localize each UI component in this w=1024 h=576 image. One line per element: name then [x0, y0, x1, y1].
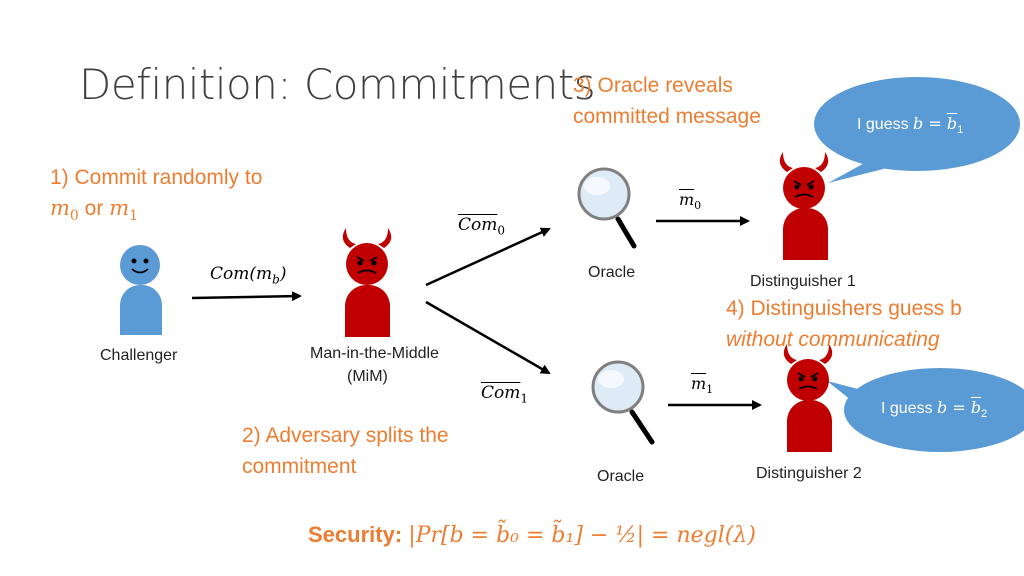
step-2-line-2: commitment	[242, 455, 357, 478]
bubble-2-text: I guess b = b2	[881, 398, 988, 421]
distinguisher-2-devil-icon	[783, 344, 833, 452]
oracle-1-label: Oracle	[588, 264, 636, 281]
oracle-2-magnifier-icon	[591, 360, 655, 445]
distinguisher-1-devil-icon	[779, 152, 829, 260]
security-label: Security:	[308, 522, 403, 547]
security-equation: |Pr[b = b̃₀ = b̃₁] − ½| = negl(λ)	[408, 523, 756, 548]
step-4-text: 4) Distinguishers guess b without commun…	[726, 293, 962, 355]
speech-bubble-2-icon	[827, 368, 1024, 452]
page-title: Definition: Commitments	[79, 60, 596, 109]
security-formula: Security: |Pr[b = b̃₀ = b̃₁] − ½| = negl…	[308, 522, 756, 548]
distinguisher-2-label: Distinguisher 2	[756, 465, 862, 482]
step-3-line-1: 3) Oracle reveals	[573, 74, 733, 97]
oracle-2-label: Oracle	[597, 468, 645, 485]
step-1-line-1: 1) Commit randomly to	[50, 166, 263, 189]
com1-label: Com1	[481, 383, 529, 406]
step-2-text: 2) Adversary splits the commitment	[242, 420, 449, 482]
challenger-figure-icon	[120, 245, 162, 335]
arrow-mim-to-oracle-1	[425, 227, 551, 287]
mim-label-line-2: (MiM)	[347, 368, 388, 385]
step-2-line-1: 2) Adversary splits the	[242, 424, 449, 447]
mim-label-line-1: Man-in-the-Middle	[310, 345, 439, 362]
step-4-line-2: without communicating	[726, 328, 940, 351]
m0-tilde-label: m0	[679, 190, 702, 213]
step-3-line-2: committed message	[573, 105, 761, 128]
bubble-1-text: I guess b = b1	[857, 114, 964, 137]
mim-devil-icon	[342, 228, 392, 337]
oracle-1-magnifier-icon	[577, 167, 637, 249]
step-4-line-1: 4) Distinguishers guess b	[726, 297, 962, 320]
challenger-label: Challenger	[100, 347, 178, 364]
step-3-text: 3) Oracle reveals committed message	[573, 70, 761, 132]
com-mb-label: Com(mb)	[210, 264, 287, 287]
arrow-challenger-to-mim	[191, 291, 302, 302]
com0-label: Com0	[458, 215, 506, 238]
step-1-line-2: m0 or m1	[50, 196, 139, 225]
arrow-mim-to-oracle-2	[425, 300, 551, 375]
step-1-text: 1) Commit randomly to m0 or m1	[50, 162, 262, 232]
distinguisher-1-label: Distinguisher 1	[750, 273, 856, 290]
speech-bubble-1-icon	[814, 77, 1020, 183]
m1-tilde-label: m1	[691, 374, 714, 397]
